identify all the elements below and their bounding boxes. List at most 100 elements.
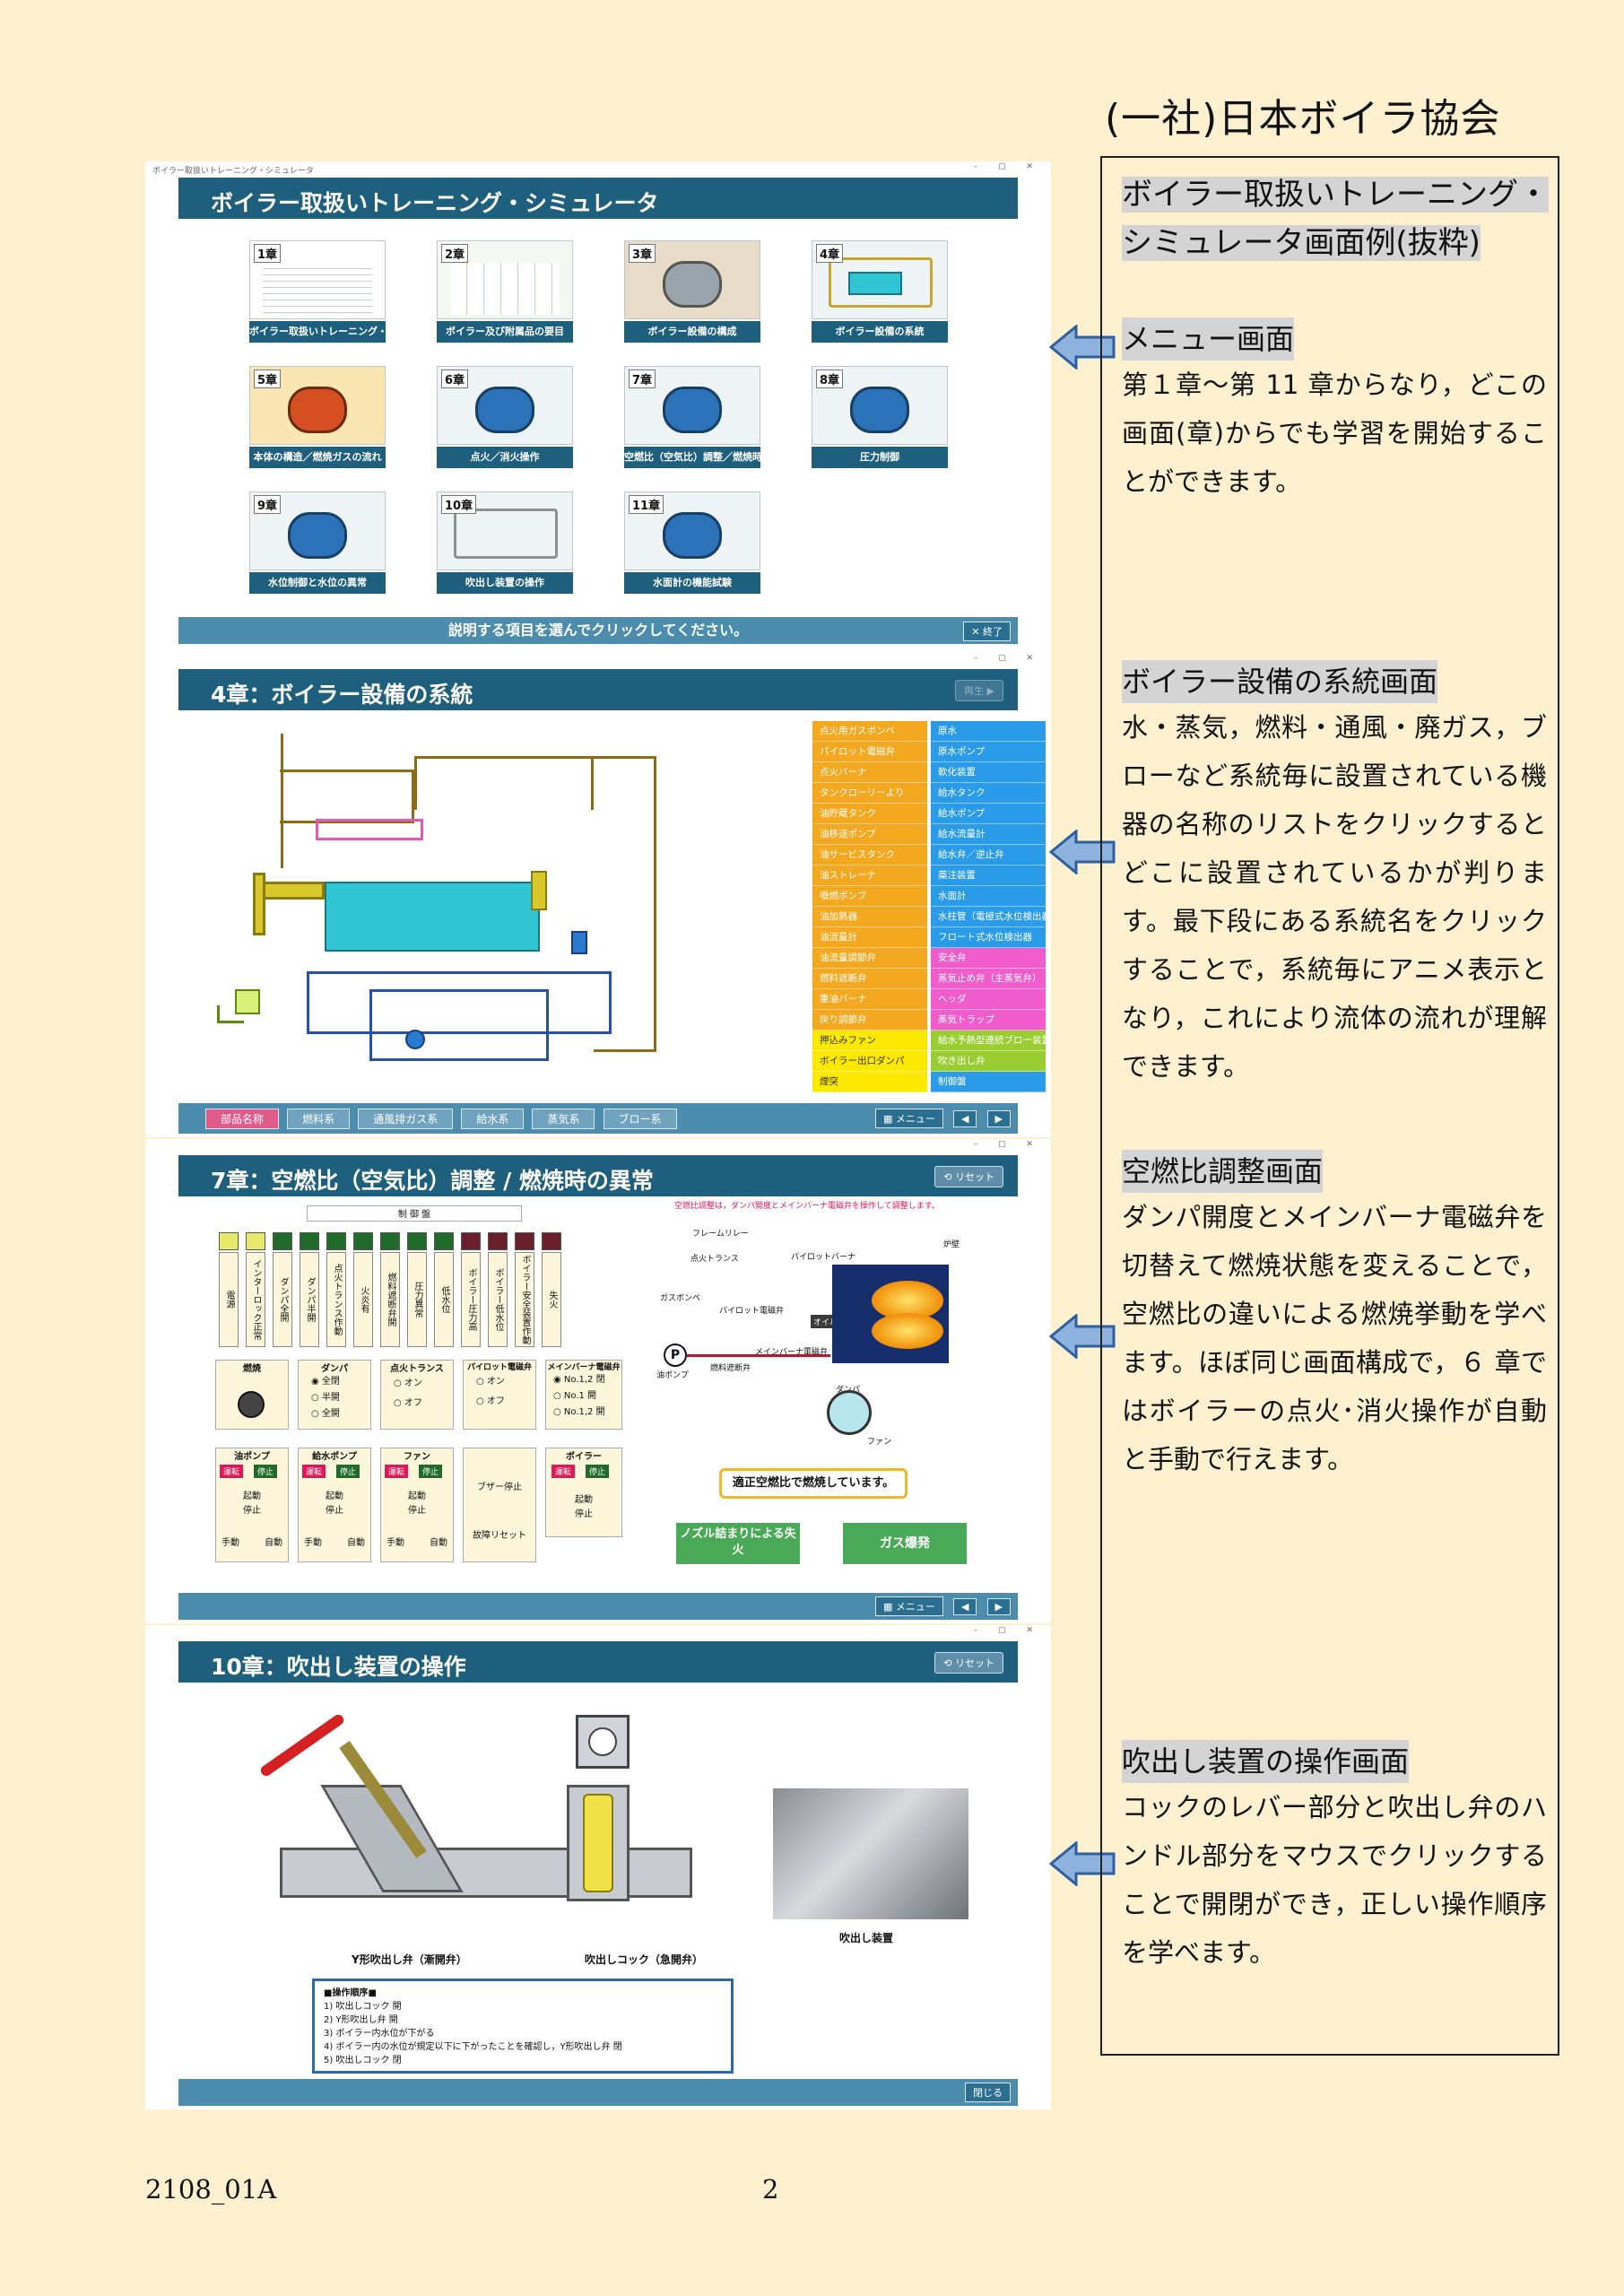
tab-air-exhaust[interactable]: 通風排ガス系 (358, 1109, 454, 1129)
list-item[interactable]: 給水流量計 (931, 824, 1046, 845)
boiler-panel[interactable]: ボイラー 運転 停止 起動停止 (545, 1448, 622, 1537)
reset-button[interactable]: ⟲ リセット (934, 1652, 1003, 1674)
list-item[interactable]: 油移送ポンプ (812, 824, 927, 845)
window-controls[interactable]: – ▢ ✕ (973, 1626, 1042, 1635)
combustion-switch[interactable]: 燃焼 (215, 1360, 289, 1430)
list-item[interactable]: 薬注装置 (931, 865, 1046, 886)
water-parts-list[interactable]: 原水 原水ポンプ 軟化装置 給水タンク 給水ポンプ 給水流量計 給水弁／逆止弁 … (931, 721, 1046, 948)
list-item[interactable]: 油サービスタンク (812, 845, 927, 865)
list-item[interactable]: 油流量計 (812, 927, 927, 948)
list-item[interactable]: 給水予熱型連続ブロー装置 (931, 1031, 1046, 1051)
list-item[interactable]: 給水弁／逆止弁 (931, 845, 1046, 865)
list-item[interactable]: 吹き出し弁 (931, 1051, 1046, 1072)
window-controls[interactable]: – ▢ ✕ (973, 162, 1042, 171)
cock-label: 吹出しコック（急開弁） (585, 1953, 704, 1966)
steam-parts-list[interactable]: 安全弁 蒸気止め弁（主蒸気弁） ヘッダ 蒸気トラップ (931, 948, 1046, 1031)
list-item[interactable]: 原水 (931, 721, 1046, 742)
next-button[interactable]: ▶ (986, 1598, 1011, 1615)
list-item[interactable]: 戻り調節弁 (812, 1010, 927, 1031)
y-valve-handle[interactable] (258, 1712, 346, 1779)
list-item[interactable]: 燃料遮断弁 (812, 969, 927, 989)
gas-explosion-button[interactable]: ガス爆発 (843, 1523, 967, 1564)
exit-button[interactable]: ✕ 終了 (963, 622, 1011, 641)
list-item[interactable]: 油流量調節弁 (812, 948, 927, 969)
system-diagram[interactable] (217, 720, 791, 1088)
panel-title: ボイラー取扱いトレーニング・シミュレータ画面例(抜粋) (1122, 177, 1549, 261)
chapter-tile-7[interactable]: 7章 空燃比（空気比）調整／燃焼時の異常 (624, 366, 760, 468)
fuel-parts-list[interactable]: 点火用ガスボンベ パイロット電磁弁 点火バーナ タンクローリーより 油貯蔵タンク… (812, 721, 927, 1031)
oil-pump-panel[interactable]: 油ポンプ 運転 停止 起動停止 手動自動 (215, 1448, 289, 1562)
list-item[interactable]: 点火バーナ (812, 762, 927, 783)
chapter-tile-10[interactable]: 10章 吹出し装置の操作 (437, 491, 573, 594)
tab-parts[interactable]: 部品名称 (205, 1109, 280, 1129)
chapter-tile-3[interactable]: 3章 ボイラー設備の構成 (624, 240, 760, 343)
chapter-tile-2[interactable]: 2章 ボイラー及び附属品の要目 (437, 240, 573, 343)
menu-button[interactable]: ▦ メニュー (874, 1109, 943, 1128)
list-item[interactable]: 蒸気止め弁（主蒸気弁） (931, 969, 1046, 989)
section-heading: メニュー画面 (1122, 317, 1295, 361)
organization-name: (一社)日本ボイラ協会 (1105, 96, 1501, 142)
list-item[interactable]: 油加熱器 (812, 907, 927, 927)
chapter-tile-9[interactable]: 9章 水位制御と水位の異常 (249, 491, 386, 594)
list-item[interactable]: パイロット電磁弁 (812, 742, 927, 762)
next-button[interactable]: ▶ (986, 1110, 1011, 1127)
list-item[interactable]: 油ストレーナ (812, 865, 927, 886)
ignition-trans-switch[interactable]: 点火トランス ○ オン○ オフ (380, 1360, 454, 1430)
list-item[interactable]: 油貯蔵タンク (812, 804, 927, 824)
list-item[interactable]: ボイラー出口ダンパ (812, 1051, 927, 1072)
tab-fuel[interactable]: 燃料系 (287, 1109, 351, 1129)
knob-icon[interactable] (238, 1391, 265, 1418)
list-item[interactable]: 押込みファン (812, 1031, 927, 1051)
indicator-label: ダンパ半開 (300, 1252, 319, 1347)
list-item[interactable]: タンクローリーより (812, 783, 927, 804)
list-item[interactable]: 軟化装置 (931, 762, 1046, 783)
boiler-body[interactable] (325, 882, 540, 952)
close-button[interactable]: 閉じる (965, 2083, 1011, 2102)
chapter-tile-4[interactable]: 4章 ボイラー設備の系統 (812, 240, 948, 343)
chapter-tile-8[interactable]: 8章 圧力制御 (812, 366, 948, 468)
blowdown-diagram[interactable] (258, 1704, 719, 1946)
window-controls[interactable]: – ▢ ✕ (973, 1140, 1042, 1149)
nozzle-clog-button[interactable]: ノズル詰まりによる失火 (676, 1523, 800, 1564)
list-item[interactable]: 点火用ガスボンベ (812, 721, 927, 742)
chapter-tile-5[interactable]: 5章 本体の構造／燃焼ガスの流れ (249, 366, 386, 468)
tab-steam[interactable]: 蒸気系 (532, 1109, 595, 1129)
list-item[interactable]: 重油バーナ (812, 989, 927, 1010)
list-item[interactable]: 水面計 (931, 886, 1046, 907)
list-item[interactable]: フロート式水位検出器 (931, 927, 1046, 948)
chapter-tile-6[interactable]: 6章 点火／消火操作 (437, 366, 573, 468)
list-item[interactable]: 安全弁 (931, 948, 1046, 969)
main-valve-switch[interactable]: メインバーナ電磁弁 ◉ No.1,2 閉○ No.1 開○ No.1,2 開 (545, 1360, 622, 1430)
tab-blow[interactable]: ブロー系 (603, 1109, 677, 1129)
pilot-valve-switch[interactable]: パイロット電磁弁 ○ オン○ オフ (463, 1360, 536, 1430)
list-item[interactable]: 給水ポンプ (931, 804, 1046, 824)
blowdown-screen: – ▢ ✕ 10章：吹出し装置の操作 ⟲ リセット Y形吹出し弁（漸開弁） 吹出… (145, 1625, 1051, 2109)
list-item[interactable]: 水柱管（電極式水位検出器） (931, 907, 1046, 927)
blow-parts-list[interactable]: 給水予熱型連続ブロー装置 吹き出し弁 制御盤 (931, 1031, 1046, 1092)
play-button[interactable]: 再生 ▶ (955, 680, 1003, 701)
list-item[interactable]: 蒸気トラップ (931, 1010, 1046, 1031)
menu-button[interactable]: ▦ メニュー (874, 1596, 943, 1616)
feed-pump-panel[interactable]: 給水ポンプ 運転 停止 起動停止 手動自動 (298, 1448, 371, 1562)
list-item[interactable]: 給水タンク (931, 783, 1046, 804)
alarm-panel[interactable]: ブザー停止 故障リセット (463, 1448, 536, 1562)
chapter-tile-1[interactable]: 1章 ボイラー取扱いトレーニング・シミュレータのコンセプト (249, 240, 386, 343)
page-title: ボイラー取扱いトレーニング・シミュレータ (178, 178, 1018, 219)
prev-button[interactable]: ◀ (952, 1110, 977, 1127)
list-item[interactable]: 原水ポンプ (931, 742, 1046, 762)
list-item[interactable]: 噴燃ポンプ (812, 886, 927, 907)
window-controls[interactable]: – ▢ ✕ (973, 654, 1042, 663)
tab-feedwater[interactable]: 給水系 (461, 1109, 525, 1129)
reset-button[interactable]: ⟲ リセット (934, 1166, 1003, 1187)
air-parts-list[interactable]: 押込みファン ボイラー出口ダンパ 煙突 (812, 1031, 927, 1092)
list-item[interactable]: 制御盤 (931, 1072, 1046, 1092)
prev-button[interactable]: ◀ (952, 1598, 977, 1615)
panel-label: 制 御 盤 (307, 1205, 522, 1222)
list-item[interactable]: ヘッダ (931, 989, 1046, 1010)
damper-switch[interactable]: ダンパ ◉ 全閉○ 半開○ 全開 (298, 1360, 371, 1430)
list-item[interactable]: 煙突 (812, 1072, 927, 1092)
indicator-label: ダンパ全開 (273, 1252, 292, 1347)
section-airfuel: 空燃比調整画面 ダンパ開度とメインバーナ電磁弁を切替えて燃焼状態を変えることで，… (1122, 1150, 1547, 1483)
chapter-tile-11[interactable]: 11章 水面計の機能試験 (624, 491, 760, 594)
fan-panel[interactable]: ファン 運転 停止 起動停止 手動自動 (380, 1448, 454, 1562)
